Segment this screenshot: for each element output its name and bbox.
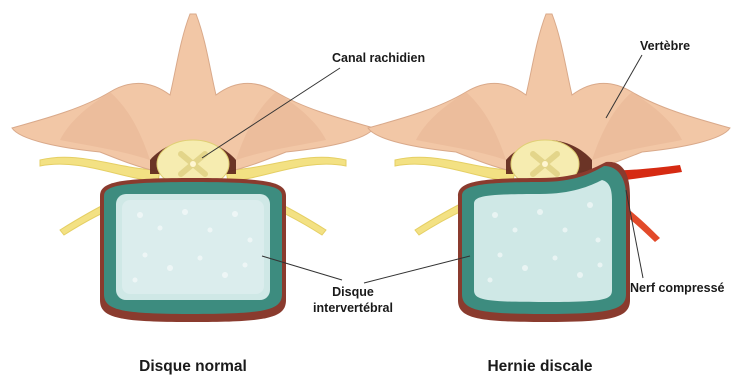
label-vertebre: Vertèbre bbox=[640, 39, 690, 53]
normal-disc-illustration bbox=[12, 14, 374, 322]
label-canal-rachidien: Canal rachidien bbox=[332, 51, 425, 65]
intervertebral-disc-left bbox=[100, 178, 286, 322]
caption-disque-normal: Disque normal bbox=[139, 358, 247, 375]
herniated-disc bbox=[458, 162, 630, 322]
leader-disque-right bbox=[364, 256, 470, 283]
caption-hernie-discale: Hernie discale bbox=[487, 358, 592, 375]
label-intervertebral: intervertébral bbox=[313, 301, 393, 315]
label-nerf-compresse: Nerf compressé bbox=[630, 281, 725, 295]
label-disque: Disque bbox=[332, 285, 374, 299]
